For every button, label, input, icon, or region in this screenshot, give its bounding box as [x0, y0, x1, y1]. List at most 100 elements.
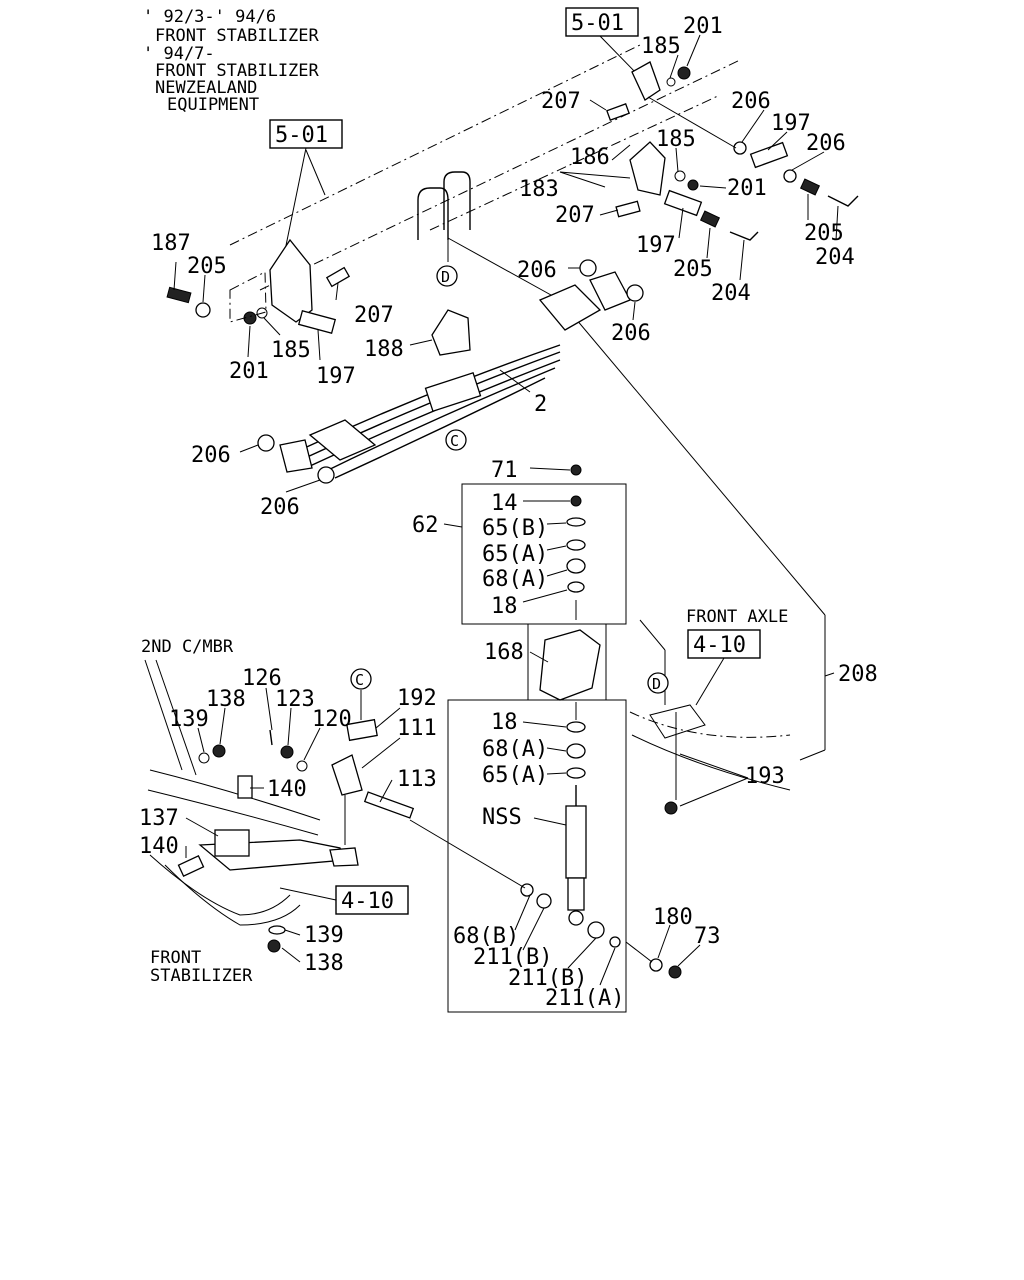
- spring-washers[interactable]: [257, 259, 644, 484]
- ref-box-left[interactable]: 5-01: [269, 119, 343, 149]
- part-label-185[interactable]: 185: [641, 34, 681, 59]
- u-bolts[interactable]: [417, 171, 471, 240]
- part-label-68b[interactable]: 68(B): [453, 924, 519, 949]
- part-label-201[interactable]: 201: [727, 176, 767, 201]
- part-label-nss[interactable]: NSS: [482, 805, 522, 830]
- part-label-207[interactable]: 207: [541, 89, 581, 114]
- part-label-113[interactable]: 113: [397, 767, 437, 792]
- part-label-68a[interactable]: 68(A): [482, 737, 548, 762]
- part-label-138[interactable]: 138: [206, 687, 246, 712]
- ref-box-stab[interactable]: 4-10: [335, 885, 409, 915]
- part-label-185[interactable]: 185: [271, 338, 311, 363]
- part-label-65a[interactable]: 65(A): [482, 542, 548, 567]
- part-label-205[interactable]: 205: [804, 221, 844, 246]
- part-label-204[interactable]: 204: [711, 281, 751, 306]
- part-label-120[interactable]: 120: [312, 707, 352, 732]
- washer-part[interactable]: [666, 77, 676, 87]
- part-label-188[interactable]: 188: [364, 337, 404, 362]
- bushing-part[interactable]: [749, 141, 789, 169]
- ref-box-axle[interactable]: 4-10: [687, 629, 761, 659]
- part-label-126[interactable]: 126: [242, 666, 282, 691]
- part-label-197[interactable]: 197: [771, 111, 811, 136]
- part-label-205[interactable]: 205: [187, 254, 227, 279]
- part-label-18[interactable]: 18: [491, 594, 518, 619]
- part-label-193[interactable]: 193: [745, 764, 785, 789]
- grease-nipple-part-3[interactable]: [166, 286, 192, 304]
- bolt-part[interactable]: [606, 103, 630, 121]
- grease-fitting-part-2[interactable]: [827, 195, 859, 207]
- part-label-123[interactable]: 123: [275, 687, 315, 712]
- washer-part-4[interactable]: [674, 170, 686, 182]
- washer-part-3[interactable]: [783, 169, 797, 183]
- washer-part-5[interactable]: [256, 307, 268, 319]
- nut-part-2[interactable]: [687, 179, 699, 191]
- part-label-2[interactable]: 2: [534, 392, 547, 417]
- part-label-137[interactable]: 137: [139, 806, 179, 831]
- bushing-part-2[interactable]: [663, 189, 703, 217]
- part-label-211b[interactable]: 211(B): [473, 945, 552, 970]
- hanger-bracket-part[interactable]: [631, 61, 661, 101]
- part-label-211b[interactable]: 211(B): [508, 966, 587, 991]
- part-label-180[interactable]: 180: [653, 905, 693, 930]
- part-label-139[interactable]: 139: [169, 707, 209, 732]
- svg-text:C: C: [450, 432, 459, 450]
- part-label-140[interactable]: 140: [267, 777, 307, 802]
- part-label-187[interactable]: 187: [151, 231, 191, 256]
- part-label-183[interactable]: 183: [519, 177, 559, 202]
- part-label-206[interactable]: 206: [731, 89, 771, 114]
- bolt-part-3[interactable]: [325, 266, 351, 288]
- part-label-18[interactable]: 18: [491, 710, 518, 735]
- shock-bracket[interactable]: [539, 629, 601, 701]
- shock-absorber[interactable]: [565, 785, 587, 926]
- shock-bottom-bushings[interactable]: [520, 883, 682, 979]
- part-label-201[interactable]: 201: [683, 14, 723, 39]
- bushing-part-3[interactable]: [297, 310, 337, 334]
- part-label-111[interactable]: 111: [397, 716, 437, 741]
- part-label-208[interactable]: 208: [838, 662, 878, 687]
- part-label-201[interactable]: 201: [229, 359, 269, 384]
- crossmember[interactable]: [144, 659, 321, 836]
- part-label-206[interactable]: 206: [611, 321, 651, 346]
- bump-stopper[interactable]: [431, 309, 471, 356]
- bolt-part-2[interactable]: [615, 200, 641, 218]
- nut-part-3[interactable]: [195, 302, 211, 318]
- part-label-197[interactable]: 197: [636, 233, 676, 258]
- part-label-139[interactable]: 139: [304, 923, 344, 948]
- part-label-65a[interactable]: 65(A): [482, 763, 548, 788]
- part-label-68a[interactable]: 68(A): [482, 567, 548, 592]
- part-label-186[interactable]: 186: [570, 145, 610, 170]
- front-hanger-bracket-part[interactable]: [269, 238, 313, 323]
- part-label-192[interactable]: 192: [397, 686, 437, 711]
- part-label-62[interactable]: 62: [412, 513, 439, 538]
- stabilizer-link-hardware[interactable]: [177, 718, 415, 953]
- part-label-206[interactable]: 206: [191, 443, 231, 468]
- part-label-205[interactable]: 205: [673, 257, 713, 282]
- part-label-207[interactable]: 207: [354, 303, 394, 328]
- part-label-168[interactable]: 168: [484, 640, 524, 665]
- part-label-206[interactable]: 206: [517, 258, 557, 283]
- shock-lower-hardware[interactable]: [566, 702, 586, 779]
- part-label-65b[interactable]: 65(B): [482, 516, 548, 541]
- part-label-140[interactable]: 140: [139, 834, 179, 859]
- part-label-73[interactable]: 73: [694, 924, 721, 949]
- ref-box-top[interactable]: 5-01: [565, 7, 639, 37]
- front-axle[interactable]: [629, 619, 791, 815]
- part-label-14[interactable]: 14: [491, 491, 518, 516]
- part-label-207[interactable]: 207: [555, 203, 595, 228]
- part-label-206[interactable]: 206: [260, 495, 300, 520]
- grease-nipple-part[interactable]: [699, 210, 721, 228]
- part-label-204[interactable]: 204: [815, 245, 855, 270]
- shock-upper-hardware[interactable]: [566, 464, 586, 620]
- part-label-185[interactable]: 185: [656, 127, 696, 152]
- part-label-211a[interactable]: 211(A): [545, 986, 624, 1011]
- nut-part[interactable]: [677, 66, 691, 80]
- part-label-197[interactable]: 197: [316, 364, 356, 389]
- grease-fitting-part[interactable]: [729, 231, 759, 241]
- shackle-part[interactable]: [629, 141, 666, 196]
- part-label-138[interactable]: 138: [304, 951, 344, 976]
- grease-nipple-part-2[interactable]: [799, 178, 821, 196]
- washer-part-2[interactable]: [733, 141, 747, 155]
- part-label-206[interactable]: 206: [806, 131, 846, 156]
- leaf-spring[interactable]: [279, 271, 631, 479]
- part-label-71[interactable]: 71: [491, 458, 518, 483]
